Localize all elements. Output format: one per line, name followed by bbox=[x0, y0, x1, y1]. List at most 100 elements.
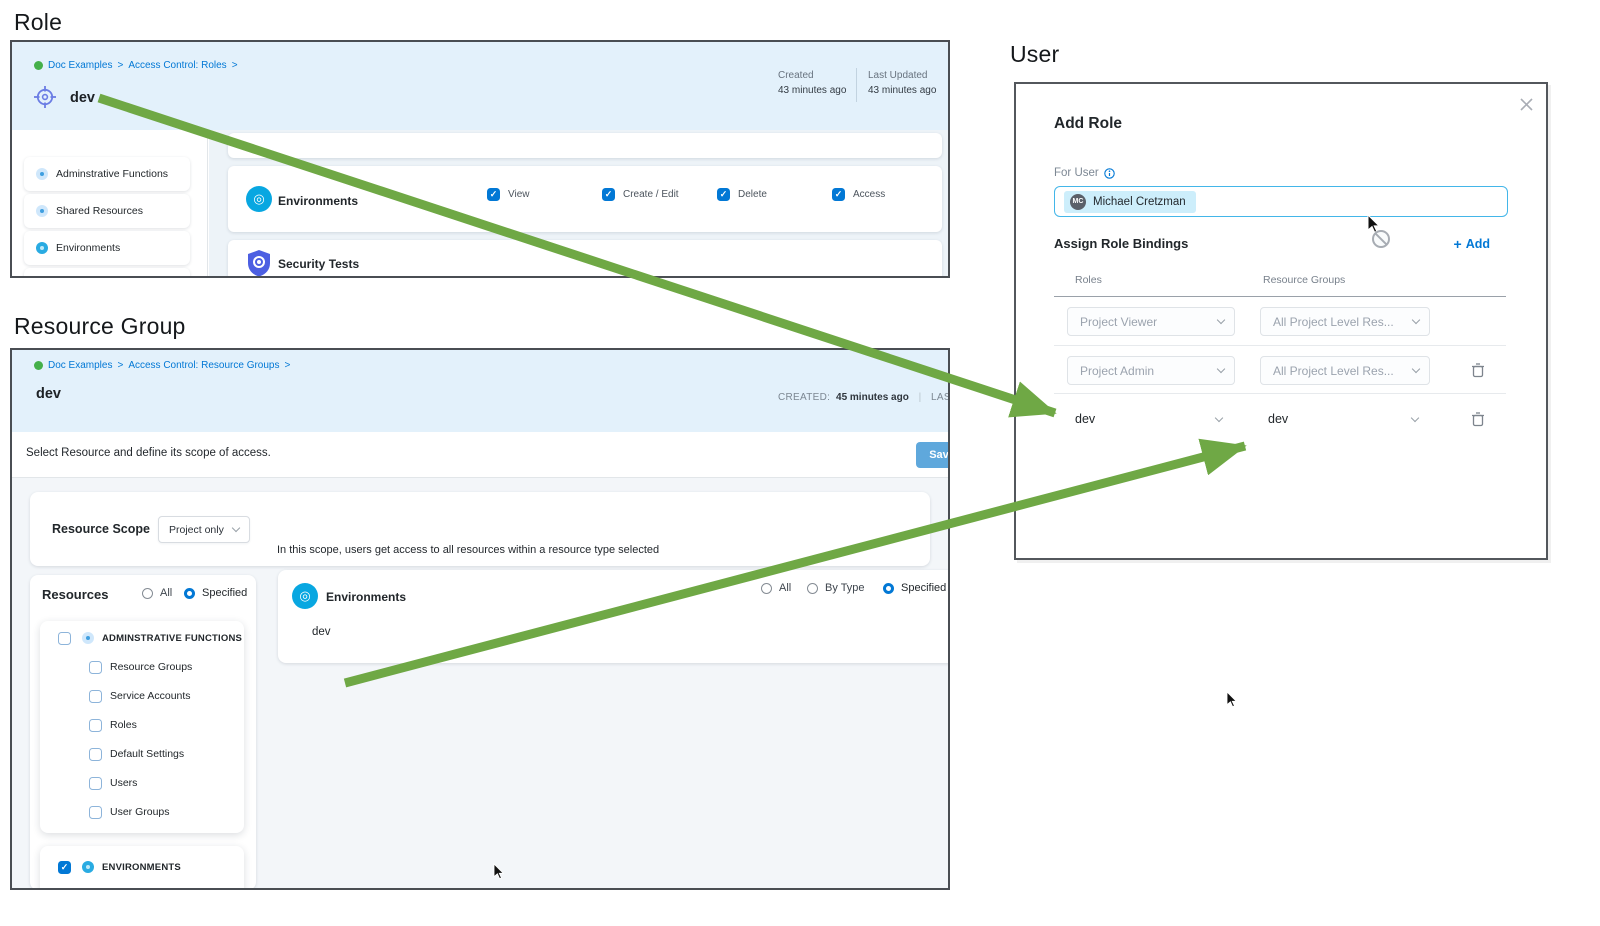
radio-by-type[interactable]: By Type bbox=[807, 582, 865, 594]
permission-checkbox-access[interactable]: Access bbox=[832, 188, 885, 201]
close-icon[interactable] bbox=[1519, 97, 1534, 112]
resources-card: Resources All Specified ADMINSTRATIVE FU… bbox=[30, 575, 256, 888]
role-section-title: Role bbox=[14, 9, 63, 35]
category-icon bbox=[82, 632, 94, 644]
column-header-roles: Roles bbox=[1075, 274, 1102, 286]
sidebar-item-administrative-functions[interactable]: Adminstrative Functions bbox=[24, 157, 190, 191]
plus-icon: + bbox=[1453, 236, 1462, 252]
resource-group-dropdown[interactable]: All Project Level Res... bbox=[1260, 307, 1430, 336]
environments-scope-card: ◎ Environments All By Type Specified dev bbox=[278, 570, 948, 663]
tree-item-user-groups[interactable]: User Groups bbox=[89, 803, 170, 821]
breadcrumb[interactable]: Doc Examples > Access Control: Resource … bbox=[34, 360, 290, 371]
binding-row: Project Viewer All Project Level Res... bbox=[1016, 297, 1546, 345]
rg-meta: CREATED: 45 minutes ago | LAST UPD bbox=[778, 392, 948, 403]
trash-icon[interactable] bbox=[1471, 411, 1485, 427]
role-dropdown[interactable]: Project Viewer bbox=[1067, 307, 1235, 336]
add-role-modal: Add Role For User MC Michael Cretzman As… bbox=[1014, 82, 1548, 560]
checkbox-icon[interactable] bbox=[89, 718, 102, 732]
chevron-down-icon bbox=[1411, 315, 1421, 325]
resource-group-dropdown[interactable]: All Project Level Res... bbox=[1260, 356, 1430, 385]
binding-row: dev dev bbox=[1016, 394, 1546, 442]
breadcrumb-project[interactable]: Doc Examples bbox=[48, 360, 113, 371]
sidebar-item-partial bbox=[24, 268, 190, 276]
tree-item-users[interactable]: Users bbox=[89, 774, 137, 792]
resource-scope-label: Resource Scope bbox=[52, 522, 150, 536]
role-meta-updated: Last Updated 43 minutes ago bbox=[868, 70, 937, 96]
user-chip[interactable]: MC Michael Cretzman bbox=[1064, 190, 1196, 213]
tree-item-resource-groups[interactable]: Resource Groups bbox=[89, 658, 192, 676]
environments-icon: ◎ bbox=[246, 186, 272, 212]
breadcrumb-path[interactable]: Access Control: Resource Groups bbox=[128, 360, 280, 371]
project-dot-icon bbox=[34, 61, 43, 70]
avatar: MC bbox=[1070, 193, 1086, 210]
radio-specified[interactable]: Specified bbox=[184, 587, 247, 599]
column-header-resource-groups: Resource Groups bbox=[1263, 274, 1346, 286]
save-button[interactable]: Sav bbox=[916, 442, 948, 468]
resource-group-section-title: Resource Group bbox=[14, 313, 186, 339]
checkbox-checked-icon[interactable] bbox=[602, 188, 615, 201]
assign-role-bindings-label: Assign Role Bindings bbox=[1054, 236, 1189, 251]
table-divider bbox=[1054, 296, 1506, 297]
permission-checkbox-view[interactable]: View bbox=[487, 188, 530, 201]
role-sidebar: Adminstrative Functions Shared Resources… bbox=[12, 130, 208, 276]
tree-item-roles[interactable]: Roles bbox=[89, 716, 137, 734]
user-input[interactable]: MC Michael Cretzman bbox=[1054, 186, 1508, 217]
chevron-down-icon bbox=[1216, 315, 1226, 325]
radio-specified[interactable]: Specified bbox=[883, 582, 946, 594]
checkbox-checked-icon[interactable] bbox=[58, 860, 71, 874]
role-meta-created: Created 43 minutes ago bbox=[778, 70, 847, 96]
resources-label: Resources bbox=[42, 587, 109, 602]
permission-checkbox-delete[interactable]: Delete bbox=[717, 188, 767, 201]
checkbox-icon[interactable] bbox=[89, 805, 102, 819]
rg-toolbar: Select Resource and define its scope of … bbox=[12, 432, 948, 478]
sidebar-item-shared-resources[interactable]: Shared Resources bbox=[24, 194, 190, 228]
category-icon bbox=[82, 861, 94, 873]
breadcrumb-path[interactable]: Access Control: Roles bbox=[128, 60, 227, 71]
checkbox-icon[interactable] bbox=[89, 747, 102, 761]
role-dropdown-value[interactable]: dev bbox=[1075, 412, 1096, 426]
category-icon bbox=[36, 168, 48, 180]
tree-parent-admin-functions[interactable]: ADMINSTRATIVE FUNCTIONS bbox=[58, 629, 242, 647]
radio-selected-icon[interactable] bbox=[883, 582, 894, 594]
role-main: ◎ Environments View Create / Edit Delete… bbox=[209, 130, 948, 276]
add-binding-button[interactable]: + Add bbox=[1453, 236, 1491, 252]
breadcrumb-project[interactable]: Doc Examples bbox=[48, 60, 113, 71]
checkbox-checked-icon[interactable] bbox=[832, 188, 845, 201]
checkbox-icon[interactable] bbox=[89, 660, 102, 674]
category-icon bbox=[36, 205, 48, 217]
trash-icon[interactable] bbox=[1471, 362, 1485, 378]
radio-icon[interactable] bbox=[807, 582, 818, 594]
security-shield-icon bbox=[248, 250, 270, 276]
radio-all[interactable]: All bbox=[761, 582, 791, 594]
chevron-down-icon bbox=[1216, 364, 1226, 374]
checkbox-icon[interactable] bbox=[58, 631, 71, 645]
info-icon[interactable] bbox=[1103, 167, 1115, 179]
selected-environment-value: dev bbox=[312, 626, 331, 638]
tree-item-default-settings[interactable]: Default Settings bbox=[89, 745, 184, 763]
breadcrumb[interactable]: Doc Examples > Access Control: Roles > bbox=[34, 60, 238, 71]
radio-all[interactable]: All bbox=[142, 587, 172, 599]
chevron-down-icon[interactable] bbox=[1214, 413, 1224, 423]
category-icon bbox=[36, 242, 48, 254]
checkbox-icon[interactable] bbox=[89, 776, 102, 790]
checkbox-checked-icon[interactable] bbox=[717, 188, 730, 201]
environments-permissions-card: ◎ Environments View Create / Edit Delete… bbox=[228, 166, 942, 232]
resource-group-dropdown-value[interactable]: dev bbox=[1268, 412, 1289, 426]
chevron-down-icon[interactable] bbox=[1410, 413, 1420, 423]
checkbox-icon[interactable] bbox=[89, 689, 102, 703]
environments-icon: ◎ bbox=[292, 583, 318, 609]
tree-parent-environments[interactable]: ENVIRONMENTS bbox=[58, 858, 181, 876]
radio-icon[interactable] bbox=[761, 582, 772, 594]
resource-name: Environments bbox=[326, 590, 407, 604]
checkbox-checked-icon[interactable] bbox=[487, 188, 500, 201]
resource-scope-dropdown[interactable]: Project only bbox=[158, 516, 250, 543]
mouse-pointer-cursor bbox=[1226, 690, 1238, 708]
radio-selected-icon[interactable] bbox=[184, 587, 195, 599]
user-name: Michael Cretzman bbox=[1093, 195, 1186, 208]
tree-item-service-accounts[interactable]: Service Accounts bbox=[89, 687, 191, 705]
permission-checkbox-create-edit[interactable]: Create / Edit bbox=[602, 188, 679, 201]
radio-icon[interactable] bbox=[142, 587, 153, 599]
sidebar-item-environments[interactable]: Environments bbox=[24, 231, 190, 265]
role-dropdown[interactable]: Project Admin bbox=[1067, 356, 1235, 385]
environments-group-card: ENVIRONMENTS bbox=[40, 846, 244, 888]
